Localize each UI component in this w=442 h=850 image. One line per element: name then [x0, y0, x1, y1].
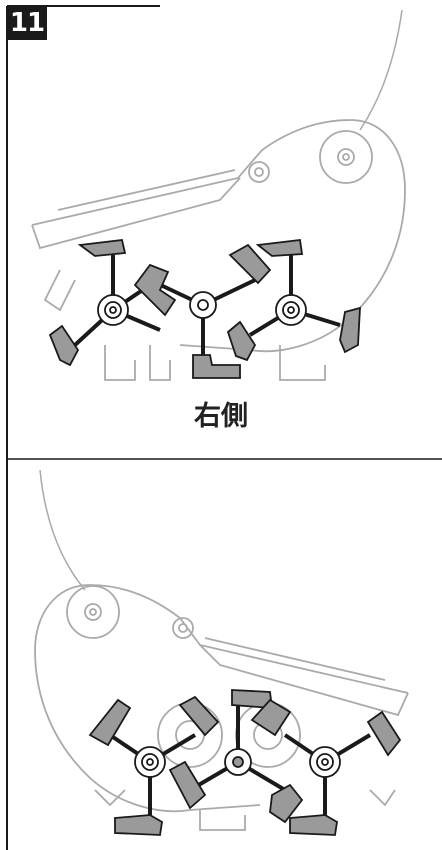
bottom-panel-view — [34, 469, 409, 836]
left-wheel — [88, 695, 220, 836]
step-number-badge: 11 — [7, 6, 47, 40]
center-wheel — [168, 689, 304, 824]
left-wheel — [48, 239, 161, 367]
top-panel-view — [31, 9, 406, 381]
panel-label-right-side: 右側 — [194, 401, 248, 432]
robot-body-outline — [31, 119, 406, 381]
cable — [359, 9, 403, 131]
cable — [39, 469, 86, 591]
right-wheel — [250, 698, 402, 836]
robot-body-outline — [34, 584, 409, 831]
center-wheel — [133, 243, 272, 379]
right-wheel — [226, 239, 361, 362]
